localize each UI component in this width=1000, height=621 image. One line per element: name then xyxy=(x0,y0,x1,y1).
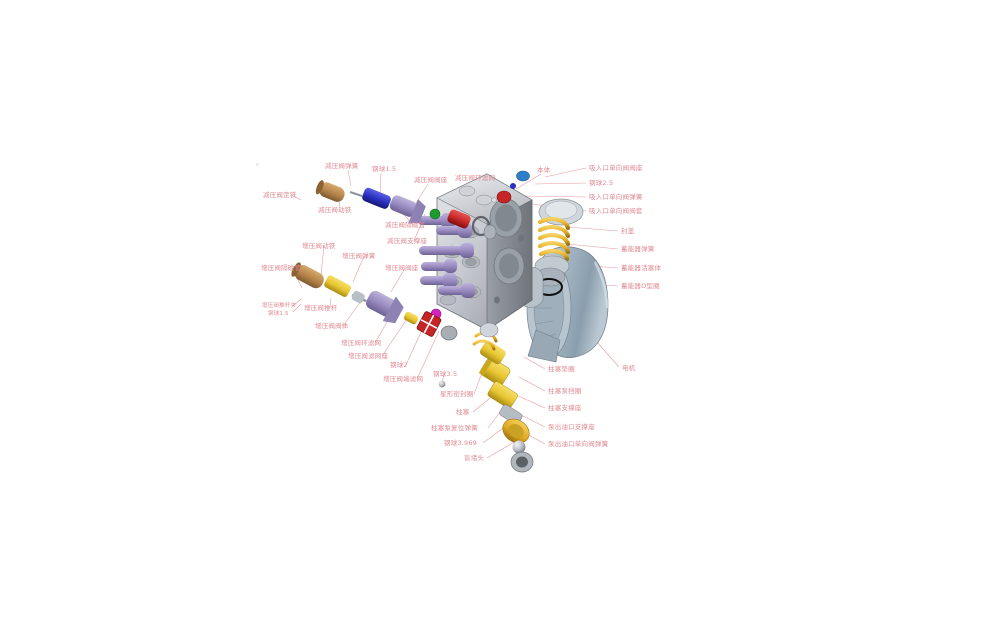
label-pump-outlet-check-spring: 泵出油口单向阀弹簧 xyxy=(548,440,609,448)
label-inlet-check-valve-spring: 吸入口单向阀弹簧 xyxy=(589,193,643,201)
label-boost-valve-moving-core: 增压阀动铁 xyxy=(302,242,336,250)
valve-array xyxy=(418,213,475,298)
label-boost-valve-sleeve-tube: 增压阀隔磁管 xyxy=(261,264,302,272)
label-steel-ball-3-5: 钢球3.5 xyxy=(433,370,458,378)
label-plunger-washer: 柱塞垫圈 xyxy=(548,365,575,373)
label-steel-ball-1-5-boost: 钢球1.5 xyxy=(268,311,289,317)
hcu-body-block xyxy=(418,173,533,331)
label-reducing-valve-support: 减压阀支撑座 xyxy=(387,237,428,245)
label-accumulator-o-ring: 蓄能器O型圈 xyxy=(621,282,660,290)
label-boost-valve-end-filter: 增压阀端滤网 xyxy=(383,375,424,383)
reducing-valve-row xyxy=(315,180,497,240)
label-plunger-support-seat: 柱塞支撑座 xyxy=(548,404,582,412)
background-speck xyxy=(256,163,259,166)
plunger-pump-assembly xyxy=(438,322,534,473)
label-steel-ball-2-5: 钢球2.5 xyxy=(589,179,614,187)
label-reducing-valve-ring-filter: 减压阀环滤网 xyxy=(455,174,496,182)
label-accumulator-piston-body: 蓄能器活塞体 xyxy=(621,264,662,272)
label-reducing-valve-sleeve-tube: 减压阀隔磁管 xyxy=(385,221,426,229)
inlet-check-valve-parts xyxy=(491,170,530,204)
label-boost-valve-seat: 增压阀阀座 xyxy=(385,264,419,272)
label-blind-plug: 盲堵头 xyxy=(464,454,485,462)
label-motor: 电机 xyxy=(622,364,636,372)
label-star-seal-ring: 星形密封圈 xyxy=(440,390,474,398)
label-reducing-valve-fixed-core: 减压阀定铁 xyxy=(263,191,297,199)
label-steel-ball-1-5-top: 钢球1.5 xyxy=(372,165,397,173)
label-steel-ball-2: 钢球2 xyxy=(390,361,408,369)
label-pump-outlet-support-seat: 泵出油口支撑座 xyxy=(548,423,595,431)
label-plunger: 柱塞 xyxy=(456,408,470,416)
label-boost-valve-ring-filter: 增压阀环滤网 xyxy=(341,339,382,347)
label-reducing-valve-moving-core: 减压阀动铁 xyxy=(318,206,352,214)
label-cover-cap: 封盖 xyxy=(621,227,635,235)
label-boost-valve-spring: 增压阀弹簧 xyxy=(342,252,376,260)
label-inlet-check-valve-sleeve: 吸入口单向阀阀套 xyxy=(589,207,643,215)
label-boost-valve-pushrod: 增压阀推杆 xyxy=(304,304,338,312)
label-boost-valve-body: 增压阀阀体 xyxy=(315,322,349,330)
boost-valve-row xyxy=(291,262,458,341)
label-boost-valve-pushrod-clip: 增压阀推杆夹 xyxy=(262,303,297,309)
label-body: 本体 xyxy=(537,166,551,174)
label-boost-valve-filter-seat: 增压阀滤网座 xyxy=(348,352,389,360)
label-reducing-valve-spring: 减压阀弹簧 xyxy=(325,162,359,170)
label-reducing-valve-seat: 减压阀阀座 xyxy=(414,176,448,184)
label-plunger-pump-retaining-ring: 柱塞泵挡圈 xyxy=(548,387,582,395)
label-steel-ball-3-969: 钢球3.969 xyxy=(444,439,478,447)
label-accumulator-spring: 蓄能器弹簧 xyxy=(621,245,655,253)
label-plunger-pump-return-spring: 柱塞泵复位弹簧 xyxy=(431,424,478,432)
label-inlet-check-valve-seat: 吸入口单向阀阀座 xyxy=(589,164,643,172)
